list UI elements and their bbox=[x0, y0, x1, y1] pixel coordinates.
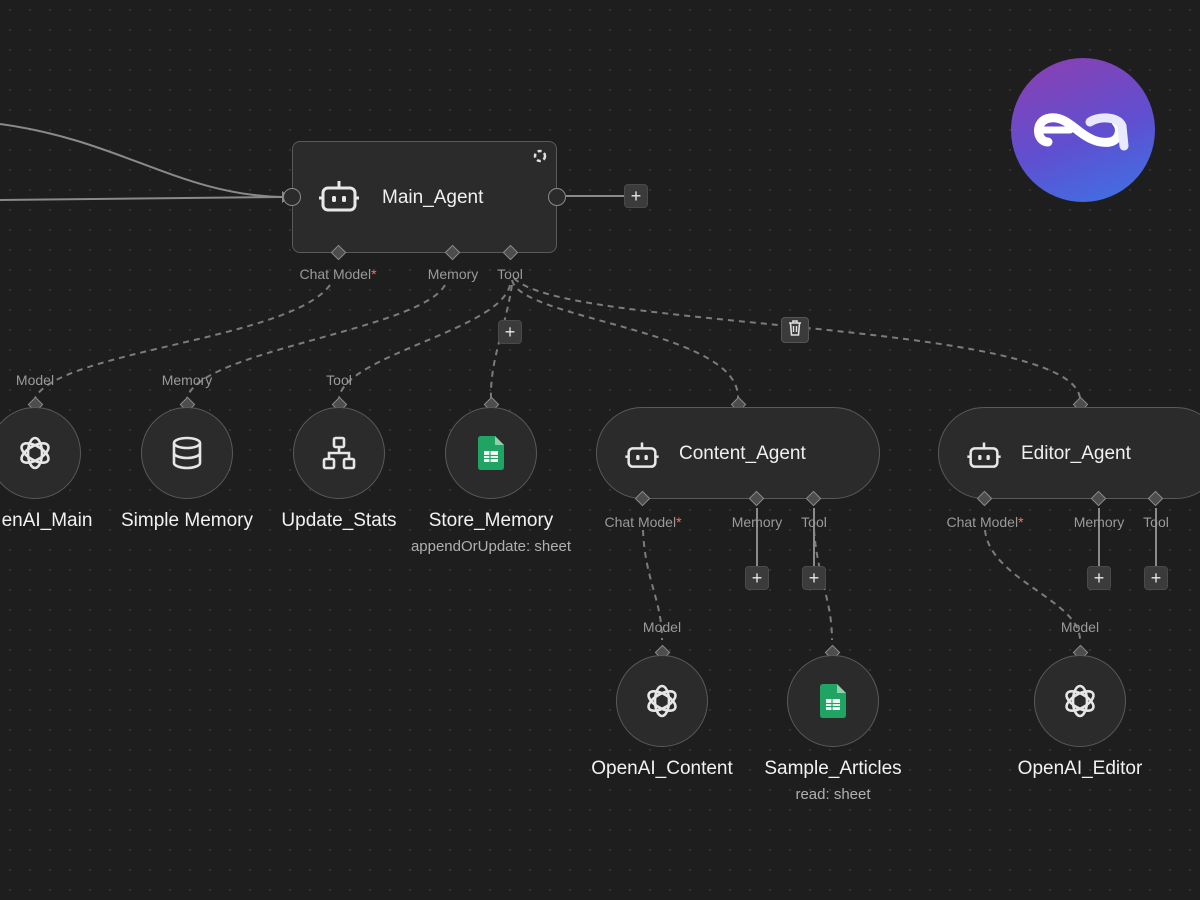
tool-port-label: Tool bbox=[326, 372, 352, 388]
content-memory-label: Memory bbox=[731, 514, 783, 530]
robot-icon bbox=[967, 440, 1001, 470]
store-memory-node[interactable] bbox=[445, 407, 537, 499]
main-agent-node[interactable]: Main_Agent bbox=[292, 141, 557, 253]
memory-port-label: Memory bbox=[161, 372, 213, 388]
openai-main-label: enAI_Main bbox=[1, 510, 93, 531]
main-tool-label: Tool bbox=[497, 266, 523, 282]
update-stats-label: Update_Stats bbox=[281, 510, 397, 531]
tool-connection bbox=[511, 279, 740, 399]
openai-content-label: OpenAI_Content bbox=[591, 758, 733, 779]
content-add-memory-button[interactable]: + bbox=[745, 566, 769, 590]
simple-memory-node[interactable] bbox=[141, 407, 233, 499]
workflow-icon bbox=[322, 436, 356, 470]
google-sheets-icon bbox=[820, 684, 846, 718]
editor-agent-title: Editor_Agent bbox=[1021, 443, 1131, 464]
content-add-tool-button[interactable]: + bbox=[802, 566, 826, 590]
database-icon bbox=[171, 436, 203, 470]
ea-logo bbox=[1011, 58, 1155, 202]
content-model-connection bbox=[642, 529, 663, 641]
google-sheets-icon bbox=[478, 436, 504, 470]
openai-icon bbox=[1061, 682, 1099, 720]
robot-icon bbox=[625, 440, 659, 470]
incoming-connection bbox=[0, 123, 283, 198]
model-port-label: Model bbox=[15, 372, 55, 388]
tool-connection bbox=[513, 277, 1081, 399]
editor-tool-label: Tool bbox=[1143, 514, 1169, 530]
trash-icon bbox=[788, 319, 802, 341]
main-add-tool-button[interactable]: + bbox=[498, 320, 522, 344]
tool-connection bbox=[338, 284, 511, 399]
main-agent-add-button[interactable]: + bbox=[624, 184, 648, 208]
openai-icon bbox=[643, 682, 681, 720]
sample-articles-subtitle: read: sheet bbox=[795, 786, 871, 803]
sample-articles-label: Sample_Articles bbox=[764, 758, 902, 779]
editor-add-memory-button[interactable]: + bbox=[1087, 566, 1111, 590]
update-stats-node[interactable] bbox=[293, 407, 385, 499]
tool-connection bbox=[489, 284, 513, 399]
editor-agent-node[interactable]: Editor_Agent bbox=[938, 407, 1200, 499]
editor-model-connection bbox=[984, 529, 1081, 641]
main-memory-label: Memory bbox=[427, 266, 479, 282]
delete-connection-button[interactable] bbox=[781, 317, 809, 343]
editor-model-port-label: Model bbox=[1060, 619, 1100, 635]
openai-content-node[interactable] bbox=[616, 655, 708, 747]
openai-editor-node[interactable] bbox=[1034, 655, 1126, 747]
editor-memory-label: Memory bbox=[1073, 514, 1125, 530]
content-agent-title: Content_Agent bbox=[679, 443, 806, 464]
content-agent-node[interactable]: Content_Agent bbox=[596, 407, 880, 499]
openai-icon bbox=[16, 434, 54, 472]
store-memory-label: Store_Memory bbox=[428, 510, 554, 531]
incoming-connection bbox=[0, 196, 283, 201]
main-agent-title: Main_Agent bbox=[382, 187, 484, 208]
main-agent-output-handle[interactable] bbox=[548, 188, 566, 206]
main-agent-input-handle[interactable] bbox=[283, 188, 301, 206]
openai-editor-label: OpenAI_Editor bbox=[1017, 758, 1143, 779]
memory-connection bbox=[186, 284, 446, 399]
trigger-indicator-icon bbox=[532, 148, 548, 169]
ea-logo-icon bbox=[1034, 113, 1129, 151]
content-tool-label: Tool bbox=[801, 514, 827, 530]
editor-add-tool-button[interactable]: + bbox=[1144, 566, 1168, 590]
sample-articles-node[interactable] bbox=[787, 655, 879, 747]
robot-icon bbox=[319, 178, 359, 214]
chat-model-connection bbox=[34, 284, 331, 399]
content-model-port-label: Model bbox=[642, 619, 682, 635]
editor-chat-model-label: Chat Model* bbox=[946, 514, 1024, 530]
main-chat-model-label: Chat Model* bbox=[299, 266, 377, 282]
content-chat-model-label: Chat Model* bbox=[604, 514, 682, 530]
openai-main-node[interactable] bbox=[0, 407, 81, 499]
simple-memory-label: Simple Memory bbox=[121, 510, 253, 531]
store-memory-subtitle: appendOrUpdate: sheet bbox=[410, 538, 572, 555]
